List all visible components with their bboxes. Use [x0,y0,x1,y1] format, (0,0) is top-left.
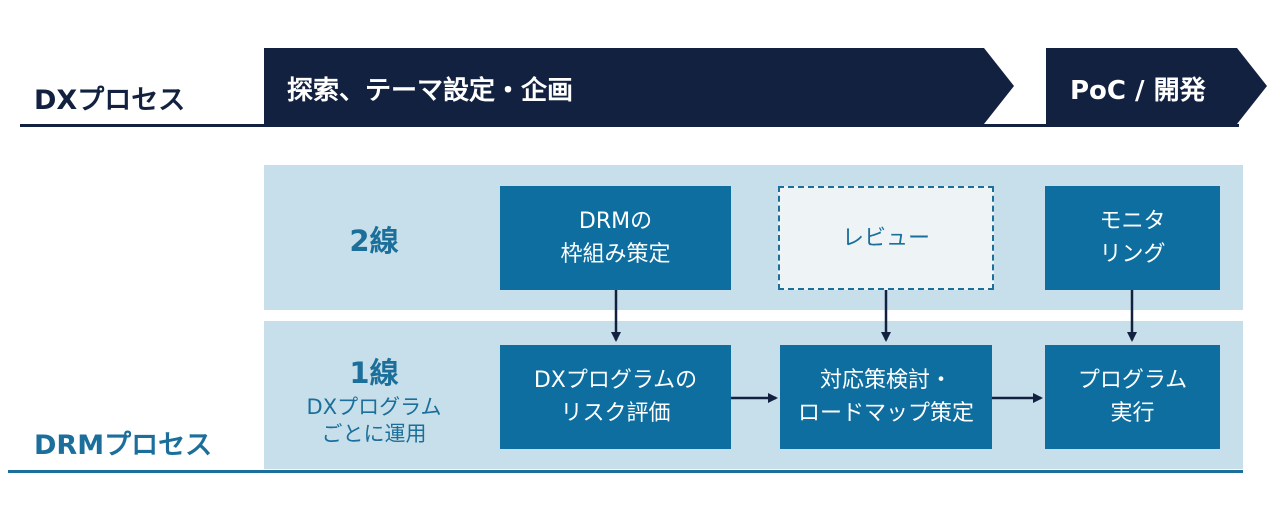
dx-stage-poc-label: PoC / 開発 [1070,76,1206,106]
drm-process-label: DRMプロセス [34,430,213,461]
drm-process-rule [8,470,1243,473]
dx-process-rule [20,124,1239,127]
box-countermeasure-roadmap: 対応策検討・ ロードマップ策定 [780,345,992,449]
box-risk-assessment: DXプログラムの リスク評価 [500,345,731,449]
box-monitoring: モニタ リング [1045,186,1220,290]
dx-stage-explore-arrow [264,48,1014,124]
dx-stage-explore-label: 探索、テーマ設定・企画 [287,76,574,106]
box-review: レビュー [778,186,994,290]
box-drm-framework: DRMの 枠組み策定 [500,186,731,290]
dx-stage-poc-arrow [1046,48,1267,124]
lane-2nd-line-title: 2線 [349,224,399,258]
dx-process-banner [264,48,1267,124]
lane-1st-line-subtitle: DXプログラム ごとに運用 [306,395,442,446]
dx-process-label: DXプロセス [34,85,186,116]
lane-1st-line-title: 1線 [349,356,399,390]
box-program-execution: プログラム 実行 [1045,345,1220,449]
